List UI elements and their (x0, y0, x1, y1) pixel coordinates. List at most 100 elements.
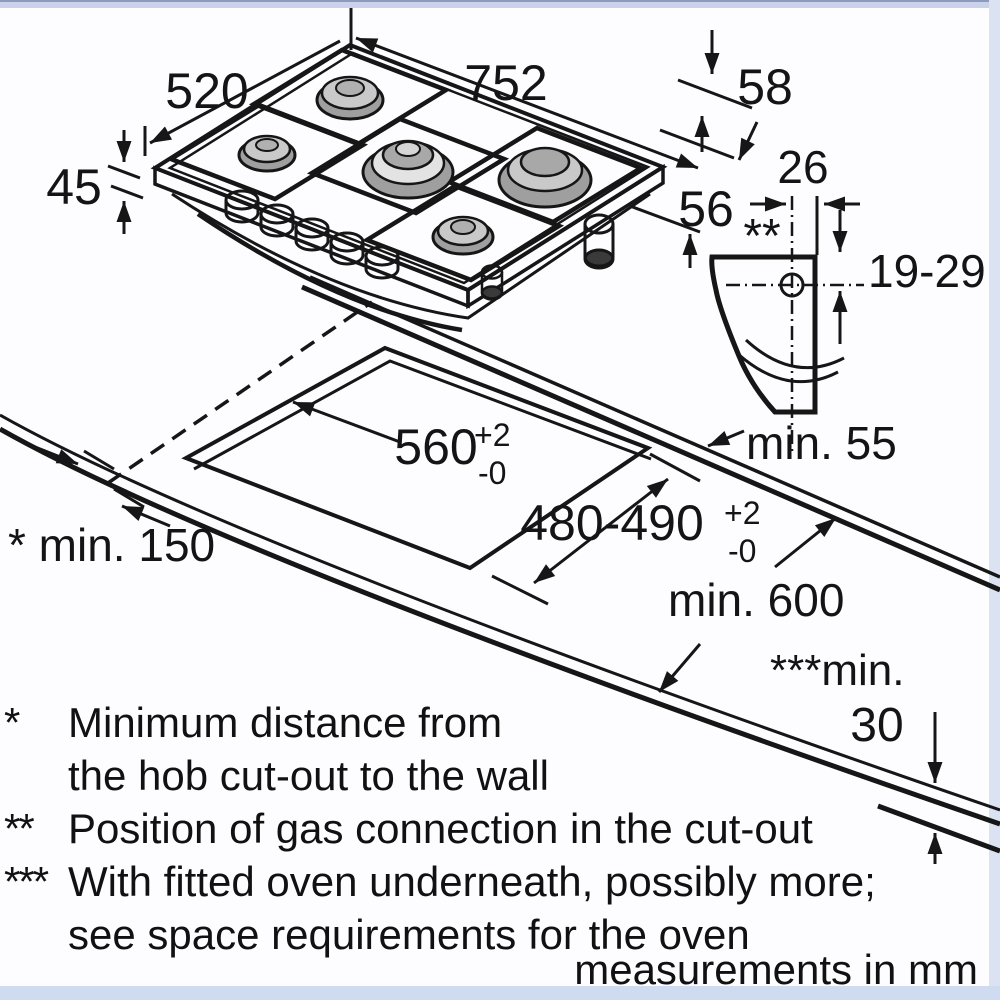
hob-depth-dim-line (149, 39, 341, 145)
hob-width-dim-line-head (356, 38, 379, 53)
footnote-wall-text: Minimum distance from the hob cut-out to… (68, 696, 985, 802)
cutout-width-label: 560 (394, 419, 477, 475)
hob-depth-label: 520 (165, 63, 248, 119)
footnotes-block: * Minimum distance from the hob cut-out … (0, 696, 985, 961)
gas-vertical-offset-label: 19-29 (868, 245, 986, 297)
worktop-back-edge-lower (301, 284, 1000, 593)
footnote-oven: *** With fitted oven underneath, possibl… (0, 855, 985, 961)
gas-vert-arrow-up-head (832, 291, 848, 312)
gas-connection-point (779, 272, 805, 298)
window-bottom-strip (0, 986, 1000, 1000)
footnote-wall-line2: the hob cut-out to the wall (68, 752, 549, 799)
cutout-depth-tol-plus: +2 (724, 495, 760, 531)
cutout-depth-label: 480-490 (520, 495, 704, 551)
min-wall-arrow-b-head (122, 506, 145, 521)
units-note: measurements in mm (574, 946, 978, 993)
worktop-cutout-opening (181, 345, 653, 571)
min-wall-tick-a (83, 449, 115, 471)
hob-depth-dim-line-head (150, 126, 173, 143)
hob-side-right (466, 163, 665, 310)
height-arrow-up-head (116, 201, 132, 222)
gas-side-offset-label: 26 (777, 141, 828, 193)
worktop-drawing (0, 275, 1000, 854)
hob-chassis-line (171, 192, 651, 320)
hob-width-dim-line-head (675, 153, 698, 168)
cutout-depth-tick-lower (491, 574, 549, 606)
min-back-arrow-head (708, 431, 731, 446)
body-depth-tick (629, 204, 701, 234)
cutout-depth-dim-line (533, 477, 669, 585)
hob-width-dim-line (355, 36, 699, 170)
footnote-gas-line1: Position of gas connection in the cut-ou… (68, 805, 813, 852)
footnote-oven-line2: see space requirements for the oven (68, 911, 750, 958)
min-front-label: min. 600 (668, 574, 844, 626)
min-below-label: ***min. (770, 646, 905, 695)
burner-front (431, 215, 495, 256)
min-wall-arrow-a-head (55, 449, 78, 464)
footnote-gas-text: Position of gas connection in the cut-ou… (68, 802, 985, 855)
height-tick-lower (110, 184, 144, 200)
body-depth-arrow-down-head (739, 137, 755, 160)
knob-4 (329, 231, 365, 266)
gas-offset-arrow-right-head (765, 196, 786, 212)
gas-marker-label: ** (743, 210, 780, 263)
top-offset-arrow-up-head (694, 116, 710, 137)
cutout-width-tol-plus: +2 (474, 417, 510, 453)
hob-height-label: 45 (46, 159, 102, 215)
burner-left (237, 134, 297, 173)
pan-support-left (165, 102, 369, 202)
knob-2 (259, 203, 295, 238)
hob-illustration (150, 42, 668, 333)
knob-3 (294, 217, 330, 252)
cutout-depth-dim-line-head (534, 564, 556, 583)
body-depth-label: 56 (678, 181, 734, 237)
footnote-wall-marker: * (4, 699, 20, 746)
min-wall-label: * min. 150 (8, 519, 215, 571)
hob-foot-right (583, 213, 615, 270)
wall-dashed-line (107, 300, 373, 485)
cutout-width-tol-minus: -0 (478, 455, 506, 491)
gas-connection-detail: 26 ** 19-29 (709, 141, 986, 452)
burner-center-wok (361, 139, 455, 200)
cutout-depth-tick-upper (649, 452, 701, 483)
pan-support-front (361, 183, 565, 283)
window-top-strip (0, 0, 1000, 8)
burner-right (497, 146, 593, 209)
burner-back (315, 75, 385, 121)
break-arc-1 (737, 352, 839, 384)
body-depth-arrow-up-head (682, 234, 698, 255)
break-arc-2 (744, 338, 845, 370)
hob-chassis-lower-line (196, 212, 463, 333)
oven-top-line (877, 803, 1000, 854)
gas-vert-arrow-down-head (832, 231, 848, 252)
worktop-dimensions: 560 +2 -0 480-490 +2 -0 min. 55 min. 600… (8, 400, 943, 864)
hob-dimensions: 520 752 58 56 45 (46, 8, 793, 268)
min-below-arrow-down-head (927, 762, 943, 783)
footnote-wall: * Minimum distance from the hob cut-out … (0, 696, 985, 802)
cutout-inner-wall-lines (193, 359, 652, 471)
footnote-oven-text: With fitted oven underneath, possibly mo… (68, 855, 985, 961)
window-right-strip (989, 0, 1000, 1000)
top-offset-tick-1 (677, 78, 753, 110)
height-arrow-down-head (116, 141, 132, 162)
min-front-arrow-down-head (659, 671, 679, 692)
top-offset-tick-2 (659, 128, 735, 160)
footnote-oven-marker: *** (4, 858, 49, 905)
hob-foot-front (480, 264, 504, 301)
top-offset-arrow-down-head (704, 53, 720, 74)
min-front-arrow-up-head (814, 518, 836, 537)
cutout-corner-section (709, 254, 818, 415)
footnote-oven-line1: With fitted oven underneath, possibly mo… (68, 858, 876, 905)
gas-offset-arrow-left-head (824, 196, 845, 212)
min-below-arrow-up-head (927, 833, 943, 854)
footnote-gas: ** Position of gas connection in the cut… (0, 802, 985, 855)
worktop-front-edge-lower (0, 426, 1000, 827)
min-below-value: 30 (850, 699, 903, 752)
top-offset-label: 58 (737, 59, 793, 115)
knob-5 (364, 245, 400, 280)
min-back-label: min. 55 (746, 417, 897, 469)
worktop-front-edge (0, 413, 1000, 812)
footnote-gas-marker: ** (4, 805, 35, 852)
